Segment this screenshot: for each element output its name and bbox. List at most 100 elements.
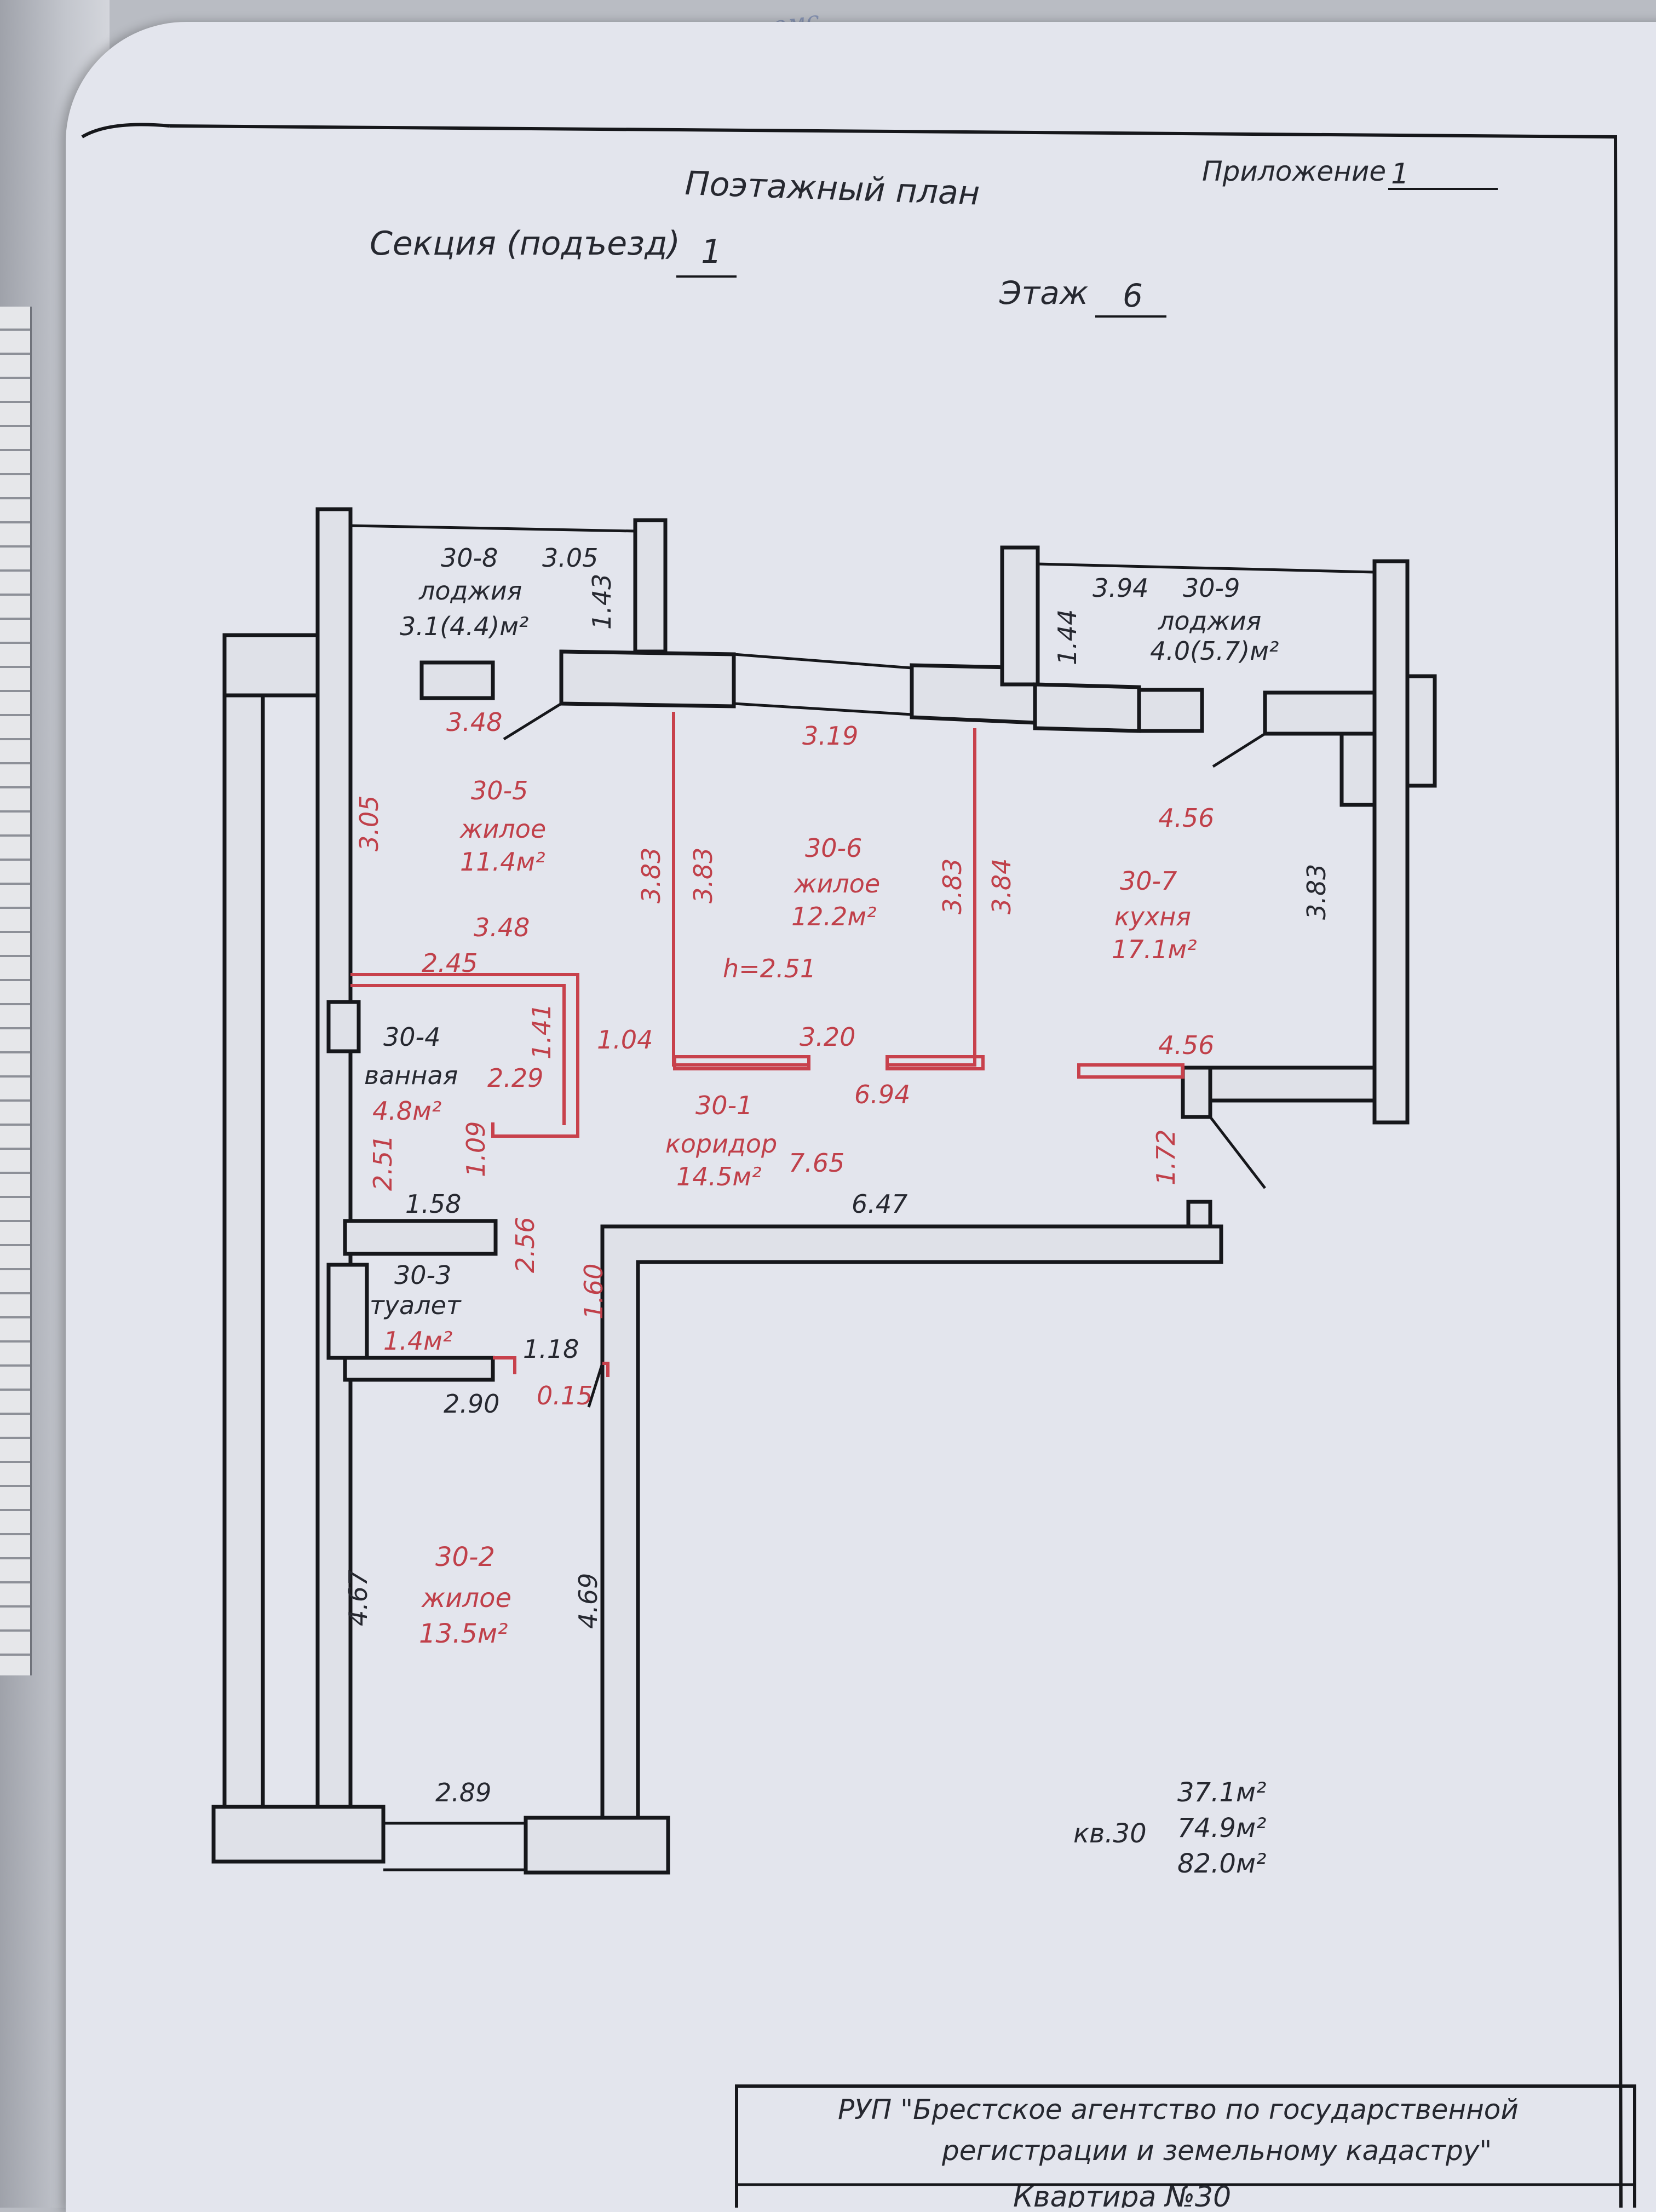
section-number: 1: [701, 233, 722, 271]
wall-apartment-inner: [600, 1224, 1223, 1820]
loggia9-step: [1137, 688, 1204, 733]
room-30-6-area: 12.2м²: [791, 902, 877, 931]
dim-loggia9-depth: 1.44: [1053, 609, 1082, 665]
room-30-9-name: лоджия: [1158, 606, 1261, 636]
partitions: [350, 712, 1185, 1377]
room-30-7-id: 30-7: [1120, 866, 1177, 896]
dim-r-3.83-c: 3.83: [938, 859, 967, 914]
dim-loggia8-width: 3.05: [542, 543, 598, 573]
dim-r-6.94: 6.94: [854, 1080, 910, 1109]
dim-r-3.20: 3.20: [800, 1022, 855, 1052]
dim-loggia8-depth: 1.43: [587, 574, 617, 630]
wall-loggia8-right: [633, 518, 668, 654]
total-area: 74.9м²: [1177, 1813, 1266, 1844]
room-30-1-name: коридор: [665, 1129, 777, 1159]
room-labels: 30-8 лоджия 3.1(4.4)м² 30-9 лоджия 4.0(5…: [364, 543, 1279, 1649]
wall-right-notch: [1339, 731, 1377, 807]
dim-r-1.04: 1.04: [597, 1025, 653, 1055]
wall-right-bump: [1405, 674, 1437, 788]
partition-6-7: [887, 728, 976, 1067]
partition-5-6-foot: [673, 1055, 810, 1070]
room-30-5-area: 11.4м²: [460, 847, 545, 877]
room-30-7-area: 17.1м²: [1112, 935, 1197, 964]
dim-room2-left: 4.67: [343, 1570, 373, 1626]
dim-r-3.83-a: 3.83: [636, 848, 666, 903]
dim-toilet-right: 1.18: [523, 1334, 579, 1364]
window-top-2: [733, 702, 912, 716]
dim-r-3.48-mid: 3.48: [474, 913, 530, 942]
room-30-3-area: 1.4м²: [383, 1326, 452, 1356]
dimensions-black: 3.05 1.43 3.94 1.44 3.19 3.05 3.83 6.47 …: [343, 543, 1331, 1807]
dim-r-1.72: 1.72: [1151, 1130, 1181, 1185]
dim-r-1.60: 1.60: [579, 1264, 608, 1320]
wall-bottom-right: [524, 1816, 670, 1875]
dim-r-1.09: 1.09: [461, 1121, 491, 1177]
org-line-2: регистрации и земельному кадастру": [941, 2135, 1492, 2167]
room-30-8-id: 30-8: [441, 543, 498, 573]
drawing-frame: [169, 124, 1623, 2208]
dim-room2-bottom: 2.89: [435, 1778, 491, 1807]
section-label: Секция (подъезд): [370, 224, 680, 263]
partition-kitchen-stub: [1077, 1063, 1185, 1079]
plan-title: Поэтажный план: [684, 164, 980, 213]
dim-room5-left: 3.05: [354, 796, 384, 851]
wall-bottom-left: [211, 1805, 386, 1864]
door-swing-4: [587, 1363, 604, 1408]
partition-bath: [350, 973, 579, 1138]
walls: [211, 507, 1437, 1875]
room-30-2-area: 13.5м²: [419, 1618, 508, 1649]
dim-bath-bottom: 1.58: [405, 1189, 461, 1219]
door-swing-1: [503, 702, 562, 741]
partition-6-7-foot: [886, 1055, 985, 1070]
wall-kitchen-post: [1181, 1065, 1212, 1119]
ceiling-height: h=2.51: [723, 954, 816, 983]
dim-r-2.29: 2.29: [487, 1063, 543, 1093]
total-living: 37.1м²: [1177, 1777, 1266, 1808]
room-30-3-name: туалет: [370, 1291, 462, 1320]
apt-label: кв.30: [1073, 1818, 1147, 1849]
dim-room2-top: 2.90: [444, 1389, 499, 1419]
dim-kitchen-right: 3.83: [1302, 864, 1331, 920]
room-30-8-name: лоджия: [418, 576, 522, 606]
appendix-label: Приложение: [1202, 155, 1386, 187]
room-30-5-name: жилое: [459, 814, 546, 844]
room-30-6-name: жилое: [794, 869, 880, 898]
dim-r-3.48-top: 3.48: [446, 707, 502, 737]
binder-edge: [0, 307, 32, 1675]
wall-top-mid-3: [1033, 682, 1141, 733]
apartment-number: Квартира №30: [1013, 2181, 1231, 2208]
wall-right-stub: [1263, 690, 1377, 736]
appendix-number: 1: [1391, 158, 1409, 191]
room-30-6-id: 30-6: [805, 833, 862, 863]
loggia9-rail: [1037, 562, 1375, 574]
wall-loggia9-left: [1000, 545, 1040, 687]
partition-bath-inner: [350, 984, 566, 1125]
room-30-3-id: 30-3: [394, 1260, 451, 1290]
room-30-4-area: 4.8м²: [372, 1096, 441, 1126]
wall-left-stub-top: [222, 633, 320, 698]
wall-toilet-bottom: [343, 1356, 495, 1382]
dim-room6-top: 3.19: [802, 721, 858, 751]
room-30-4-id: 30-4: [383, 1022, 440, 1052]
window-top-1: [733, 653, 912, 670]
title-block: РУП "Брестское агентство по государствен…: [735, 2084, 1636, 2208]
dim-r-2.56: 2.56: [510, 1217, 540, 1273]
toilet-niche: [326, 1263, 369, 1360]
partition-toilet-stub: [493, 1356, 516, 1374]
room-30-9-area: 4.0(5.7)м²: [1150, 636, 1279, 666]
apartment-totals: кв.30 37.1м² 74.9м² 82.0м²: [1073, 1777, 1266, 1879]
title-block-frame: [735, 2084, 1636, 2208]
room-30-1-area: 14.5м²: [676, 1162, 762, 1191]
door-swing-2: [1212, 732, 1266, 768]
dim-r-4.56-top: 4.56: [1158, 803, 1214, 833]
bath-niche: [326, 1000, 361, 1053]
dim-r-3.83-b: 3.83: [688, 848, 718, 903]
dim-r-7.65: 7.65: [789, 1148, 844, 1178]
door-swing-3: [1209, 1116, 1266, 1189]
room-30-2-name: жилое: [421, 1583, 511, 1614]
dim-loggia9-width: 3.94: [1092, 573, 1148, 603]
dim-room2-right: 4.69: [573, 1573, 603, 1629]
wall-bath-bottom: [343, 1219, 498, 1256]
dim-r-3.84: 3.84: [987, 859, 1016, 914]
